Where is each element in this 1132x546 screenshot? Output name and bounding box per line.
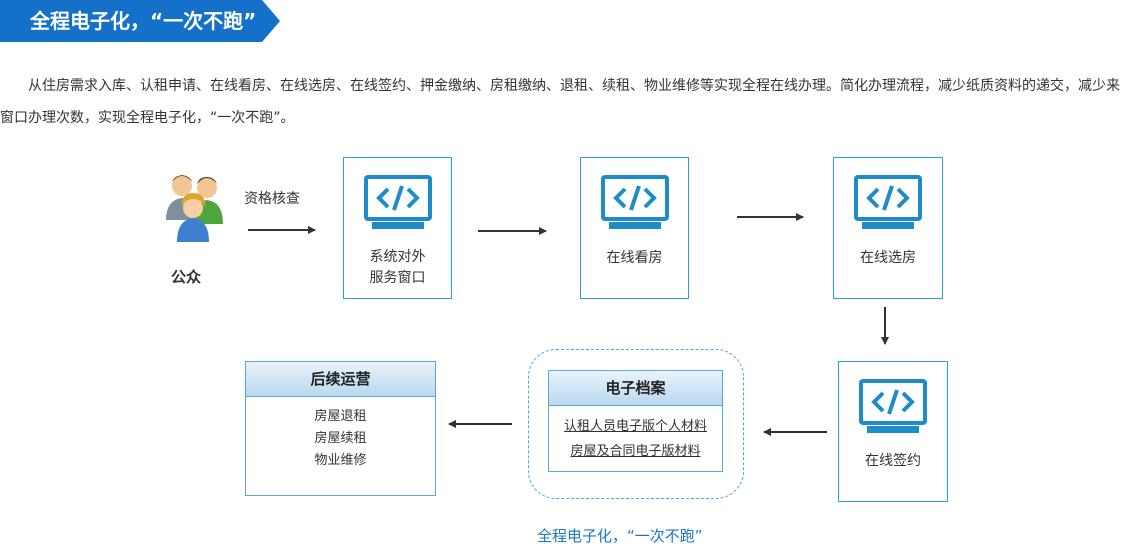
sign-contract-box: 在线签约 [838, 361, 948, 502]
code-monitor-icon [854, 175, 922, 229]
operations-title: 后续运营 [246, 362, 435, 397]
public-label: 公众 [171, 268, 202, 286]
sign-contract-label: 在线签约 [865, 453, 921, 469]
service-window-box: 系统对外 服务窗口 [343, 157, 452, 299]
people-group-icon [166, 175, 223, 242]
banner-title: 全程电子化，“一次不跑” [30, 9, 257, 33]
select-house-box: 在线选房 [833, 157, 943, 299]
check-label: 资格核查 [244, 191, 300, 207]
service-window-line1: 系统对外 [369, 249, 426, 265]
archive-panel: 电子档案 认租人员电子版个人材料 房屋及合同电子版材料 [548, 370, 723, 472]
operations-panel: 后续运营 房屋退租 房屋续租 物业维修 [245, 361, 436, 496]
intro-paragraph: 从住房需求入库、认租申请、在线看房、在线选房、在线签约、押金缴纳、房租缴纳、退租… [0, 78, 1120, 126]
archive-item: 认租人员电子版个人材料 [563, 419, 707, 434]
operations-item: 物业维修 [314, 453, 367, 468]
code-monitor-icon [859, 379, 927, 433]
code-monitor-icon [600, 175, 669, 229]
service-window-line2: 服务窗口 [369, 270, 426, 286]
select-house-label: 在线选房 [860, 250, 916, 266]
footer-caption: 全程电子化，“一次不跑” [537, 527, 703, 545]
code-monitor-icon [363, 175, 432, 229]
section-banner: 全程电子化，“一次不跑” [0, 0, 280, 42]
view-house-box: 在线看房 [580, 157, 689, 299]
archive-item: 房屋及合同电子版材料 [570, 444, 701, 459]
view-house-label: 在线看房 [606, 250, 663, 266]
operations-item: 房屋续租 [314, 431, 367, 446]
archive-title: 电子档案 [549, 371, 722, 406]
operations-item: 房屋退租 [314, 409, 367, 424]
public-users [160, 170, 226, 244]
archive-dashed-frame [528, 349, 744, 499]
